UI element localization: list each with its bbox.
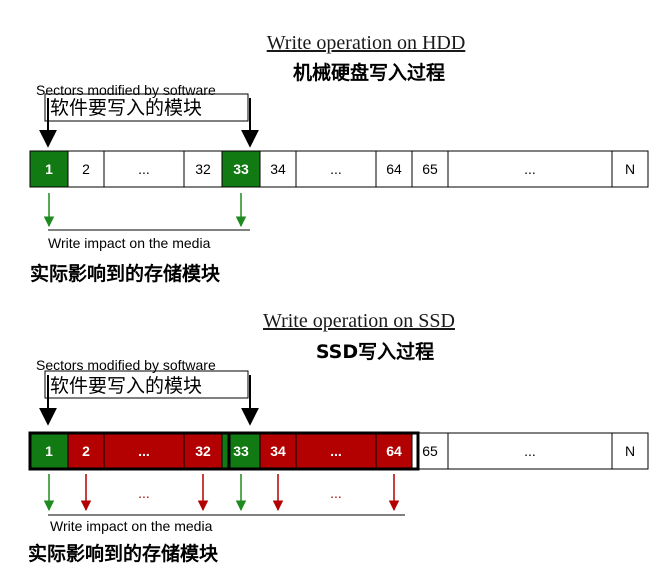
hdd-sector-cell: [183, 150, 223, 188]
ssd-impact-label-cn: 实际影响到的存储模块: [28, 542, 219, 565]
ssd-sector-label: 34: [270, 443, 286, 459]
ssd-sector-cell: [29, 432, 69, 470]
ssd-sectors-label: Sectors modified by software: [36, 357, 216, 373]
ssd-sector-cell: [183, 432, 223, 470]
ssd-section: Write operation on SSD SSD写入过程 Sectors m…: [28, 310, 649, 565]
hdd-title-cn: 机械硬盘写入过程: [293, 61, 445, 84]
hdd-impact-arrows: [43, 193, 247, 228]
hdd-sector-label: 2: [82, 161, 90, 177]
hdd-impact-label: Write impact on the media: [48, 235, 211, 251]
hdd-sector-cell: [295, 150, 377, 188]
ssd-sector-cell: [447, 432, 613, 470]
ssd-sector-label: ...: [524, 443, 536, 459]
hdd-sectors-label: Sectors modified by software: [36, 82, 216, 98]
ssd-impact-ellipsis: ...: [330, 485, 342, 501]
ssd-sector-label: ...: [138, 443, 150, 459]
ssd-sectors-label-cn-box: [44, 370, 249, 399]
hdd-sectors-label-cn: 软件要写入的模块: [50, 97, 202, 119]
ssd-erase-block-outline: [28, 431, 420, 471]
ssd-sector-cell: [611, 432, 649, 470]
ssd-sector-label: 64: [386, 443, 402, 459]
hdd-sector-label: ...: [138, 161, 150, 177]
ssd-title: Write operation on SSD: [263, 310, 455, 332]
hdd-sector-strip: 1 2... 32 33 34... 64 65... N: [29, 150, 649, 188]
hdd-sector-label: 33: [233, 161, 249, 177]
hdd-section: Write operation on HDD 机械硬盘写入过程 Sectors …: [29, 32, 649, 285]
hdd-sectors-label-cn-box: [44, 93, 249, 122]
hdd-sector-label: ...: [330, 161, 342, 177]
hdd-sector-label: N: [625, 161, 635, 177]
ssd-sector-label: 2: [82, 443, 90, 459]
ssd-sector-label: ...: [330, 443, 342, 459]
hdd-sector-label: 34: [270, 161, 286, 177]
hdd-sector-label: 64: [386, 161, 402, 177]
hdd-sector-cell: [29, 150, 69, 188]
ssd-impact-label: Write impact on the media: [50, 518, 213, 534]
ssd-sector-label: 33: [233, 443, 249, 459]
hdd-sector-label: ...: [524, 161, 536, 177]
hdd-sector-cell: [221, 150, 261, 188]
ssd-sectors-label-cn: 软件要写入的模块: [50, 375, 202, 397]
hdd-sector-label: 1: [45, 161, 53, 177]
ssd-title-cn: SSD写入过程: [316, 341, 434, 363]
ssd-sector-label: 32: [195, 443, 211, 459]
ssd-sector-label: 65: [422, 443, 438, 459]
hdd-title: Write operation on HDD: [267, 32, 466, 54]
ssd-sector-label: 1: [45, 443, 53, 459]
ssd-sector-cell: [103, 432, 185, 470]
hdd-sector-label: 32: [195, 161, 211, 177]
hdd-impact-label-cn: 实际影响到的存储模块: [30, 262, 221, 285]
ssd-sector-cell: [67, 432, 105, 470]
hdd-sector-cell: [103, 150, 185, 188]
ssd-sector-label: N: [625, 443, 635, 459]
ssd-impact-arrows: ......: [43, 474, 400, 512]
hdd-sector-cell: [375, 150, 413, 188]
hdd-sector-cell: [259, 150, 297, 188]
ssd-impact-ellipsis: ...: [138, 485, 150, 501]
ssd-sector-strip: 1 2... 32 33 34... 64 65... N: [29, 432, 649, 470]
hdd-sector-label: 65: [422, 161, 438, 177]
hdd-sector-cell: [611, 150, 649, 188]
hdd-sector-cell: [411, 150, 449, 188]
